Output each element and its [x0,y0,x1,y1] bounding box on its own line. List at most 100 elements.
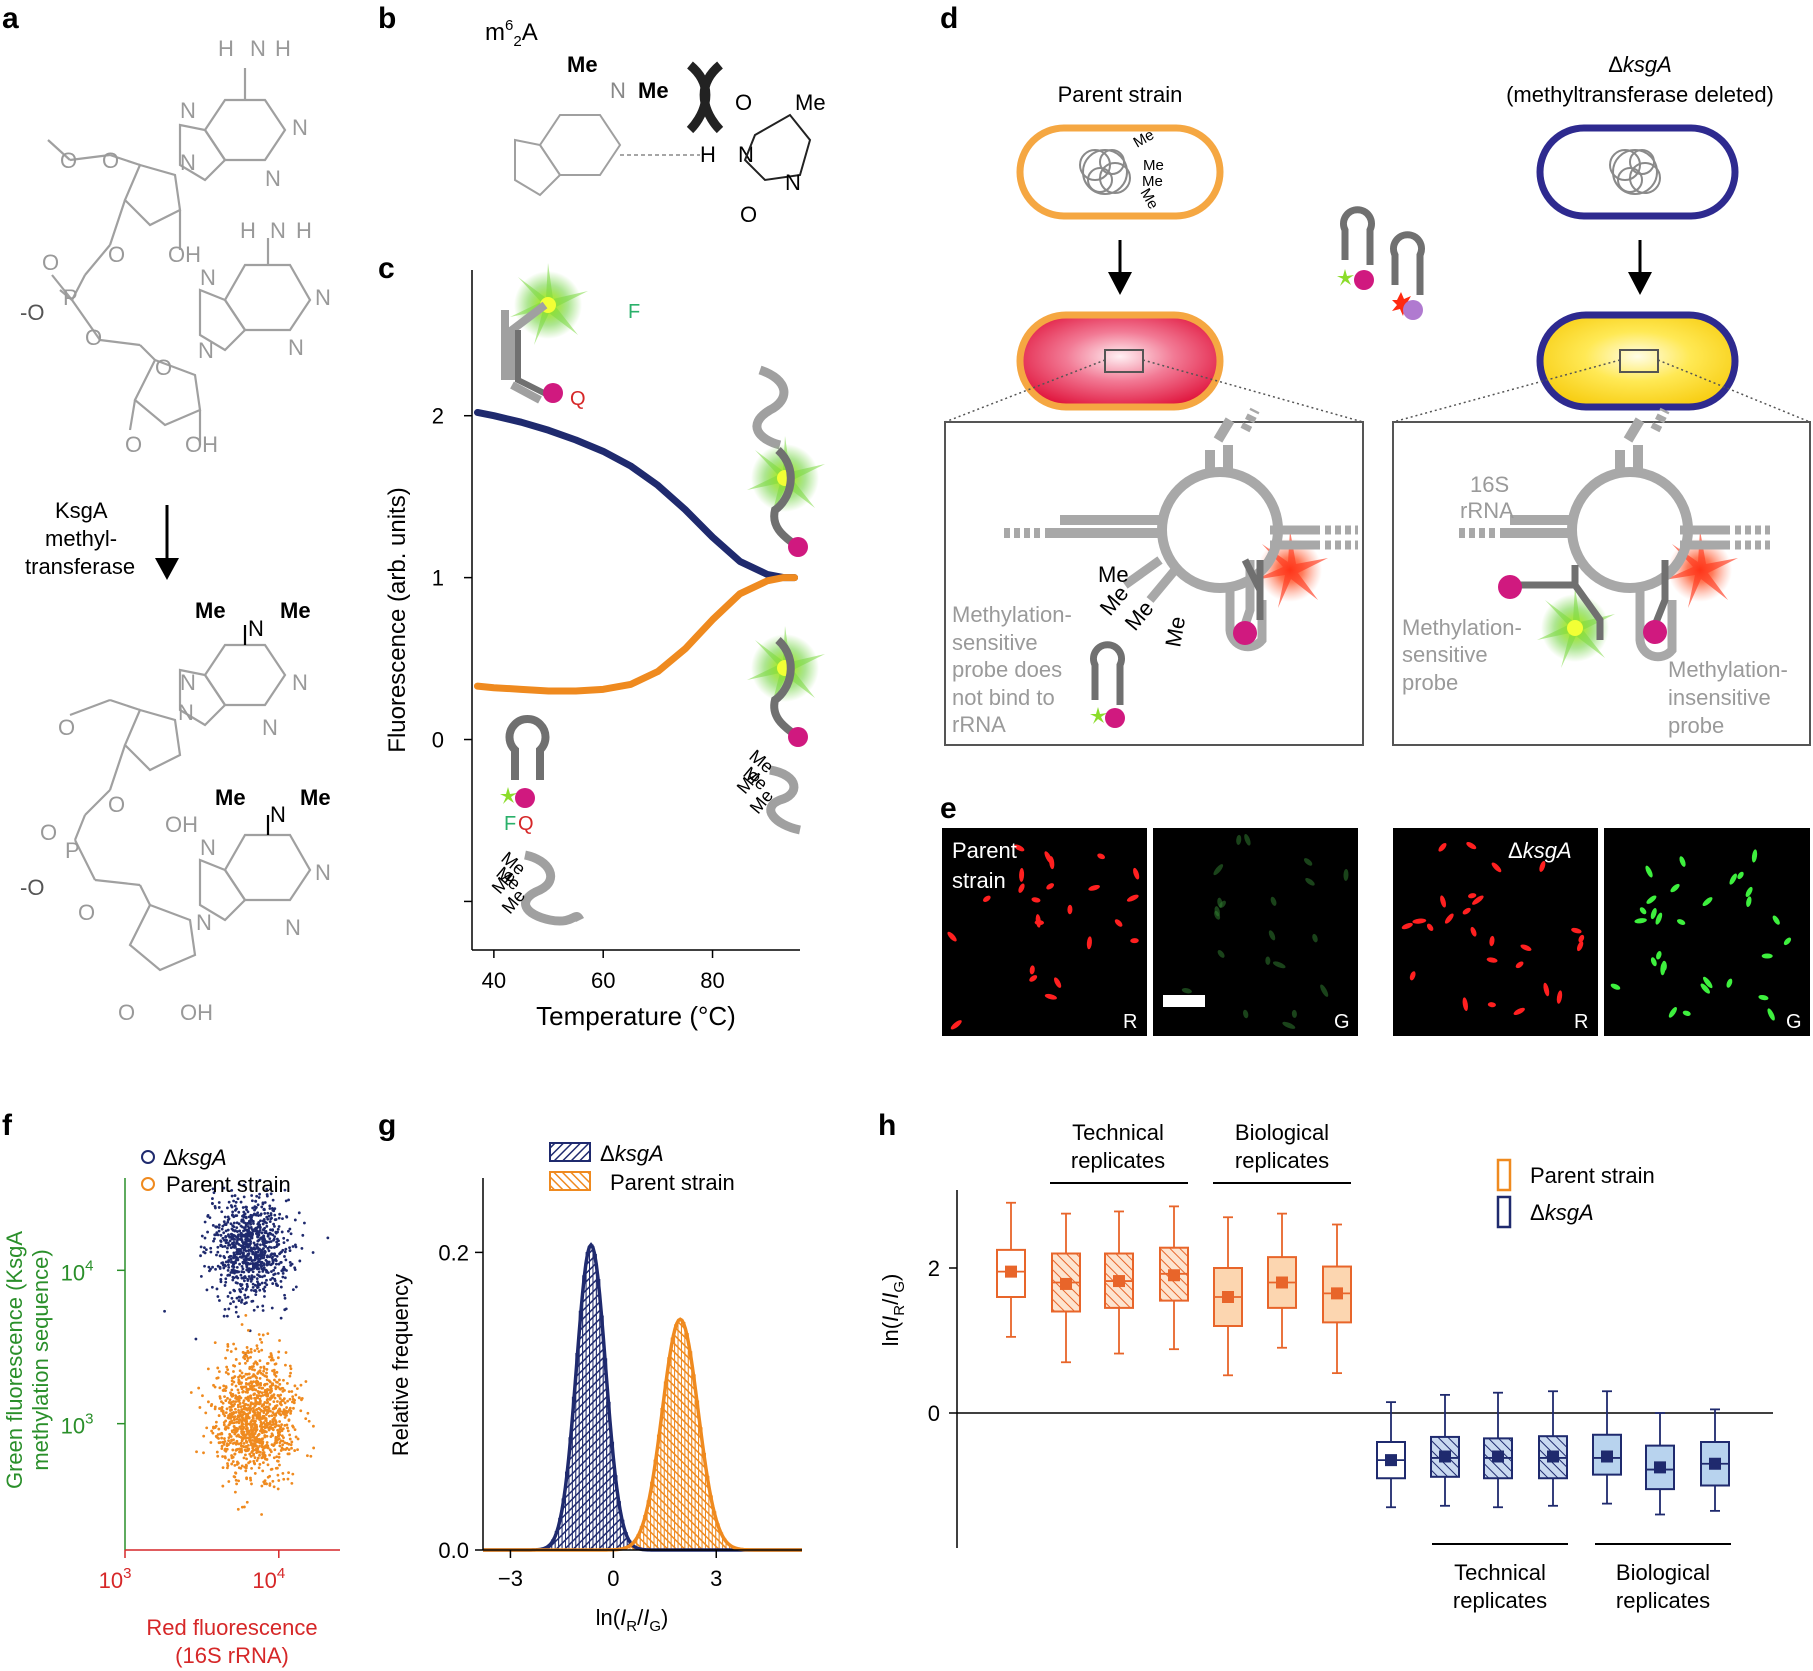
f-point-1 [258,1444,261,1448]
svg-text:N: N [292,670,308,695]
e-cell-0 [1031,897,1041,903]
f-point-1 [256,1347,259,1350]
f-point-1 [228,1432,232,1436]
svg-text:H: H [296,218,312,243]
f-point-0 [281,1275,285,1279]
f-point-0 [230,1194,234,1198]
f-point-0 [247,1226,251,1230]
f-point-1 [277,1434,281,1438]
f-point-1 [253,1404,257,1408]
f-point-0 [226,1295,230,1298]
d-rrna-mutant: 16S rRNA Methylation- sensitive probe Me… [1402,407,1788,738]
f-point-0 [276,1227,280,1231]
f-point-0 [268,1237,272,1241]
f-point-0 [311,1251,315,1254]
f-point-0 [283,1296,287,1300]
f-point-1 [233,1415,237,1419]
f-point-0 [246,1210,250,1214]
f-point-0 [232,1225,236,1229]
f-point-0 [259,1213,263,1217]
f-point-1 [224,1371,228,1374]
f-point-1 [237,1399,240,1403]
h-box [1592,1433,1622,1476]
f-point-1 [226,1348,229,1352]
svg-text:-O: -O [20,300,44,325]
svg-text:replicates: replicates [1235,1148,1329,1173]
svg-text:Me: Me [215,785,246,810]
svg-text:ΔksgA: ΔksgA [1508,838,1572,863]
panel-letter-e: e [940,792,957,825]
svg-text:-O: -O [20,875,44,900]
f-point-1 [195,1450,198,1454]
svg-text:N: N [248,616,264,641]
f-point-0 [247,1275,251,1278]
e-cell-1 [1213,864,1224,876]
f-point-1 [280,1429,284,1433]
f-point-1 [272,1393,276,1397]
e-cell-3 [1783,937,1792,946]
f-point-0 [279,1251,282,1255]
f-point-0 [288,1246,291,1250]
f-point-1 [220,1444,224,1448]
f-point-1 [231,1430,234,1434]
f-point-1 [274,1441,278,1445]
f-point-0 [244,1239,248,1243]
f-point-0 [235,1258,239,1262]
f-point-0 [268,1207,272,1210]
f-point-0 [265,1194,269,1198]
f-point-1 [221,1484,225,1488]
svg-text:G: G [1786,1011,1802,1033]
f-point-1 [262,1409,266,1413]
f-point-1 [245,1346,249,1349]
f-point-1 [247,1351,251,1354]
f-point-1 [256,1446,260,1450]
f-point-1 [207,1400,210,1404]
f-point-0 [241,1267,245,1271]
f-point-0 [244,1233,248,1237]
f-point-0 [263,1274,266,1278]
f-point-1 [263,1382,267,1386]
f-point-0 [226,1241,230,1245]
f-point-0 [212,1191,216,1195]
svg-text:insensitive: insensitive [1668,685,1771,710]
svg-text:ΔksgA: ΔksgA [1530,1200,1594,1225]
f-point-1 [289,1443,293,1447]
svg-text:H: H [275,36,291,61]
f-point-1 [233,1490,237,1494]
f-point-0 [271,1282,275,1285]
f-point-0 [199,1274,203,1278]
e-cell-3 [1746,896,1752,907]
f-point-1 [255,1362,259,1366]
f-point-1 [197,1386,201,1390]
f-point-1 [309,1454,313,1458]
f-point-0 [248,1248,252,1252]
f-point-1 [275,1404,279,1407]
f-point-0 [227,1263,230,1267]
f-point-1 [293,1398,297,1402]
f-point-0 [232,1262,235,1266]
f-point-1 [257,1350,261,1353]
f-point-0 [223,1238,226,1242]
f-point-0 [271,1198,275,1202]
f-point-0 [233,1253,237,1257]
f-point-1 [256,1456,260,1460]
f-point-0 [234,1305,238,1309]
f-point-0 [252,1213,255,1217]
f-point-1 [258,1453,261,1457]
f-point-0 [206,1230,209,1234]
e-cell-0 [1029,965,1035,975]
svg-text:O: O [125,432,142,457]
svg-text:R: R [1574,1011,1588,1033]
f-point-0 [266,1246,270,1250]
f-point-1 [267,1379,271,1383]
f-point-1 [250,1435,254,1439]
f-point-0 [269,1278,272,1281]
f-point-0 [266,1234,270,1238]
e-cell-2 [1491,862,1502,873]
f-point-1 [226,1466,229,1470]
f-point-1 [225,1407,229,1411]
f-point-1 [218,1395,222,1398]
f-point-1 [213,1405,217,1409]
f-point-1 [257,1391,261,1395]
